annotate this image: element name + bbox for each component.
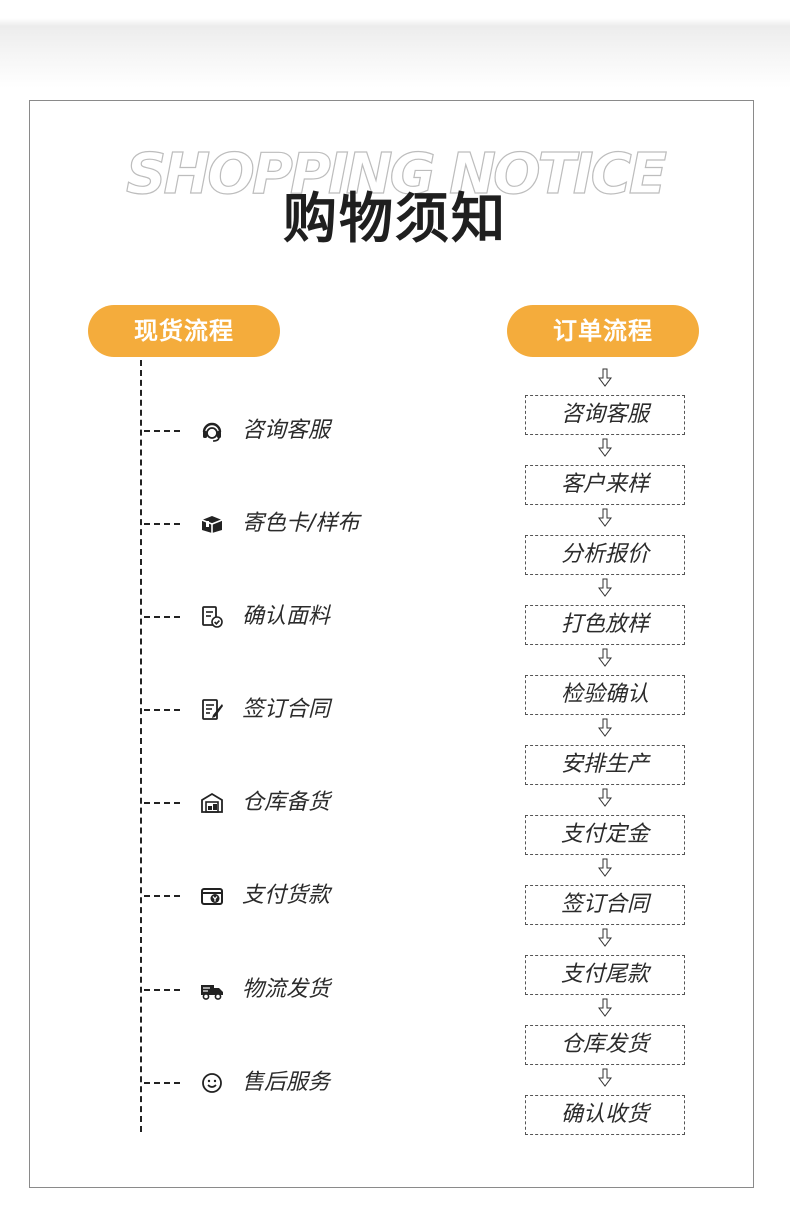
order-step-warehouse-ship: 仓库发货 <box>525 1025 685 1065</box>
connector-dash <box>144 430 180 432</box>
order-step-quote: 分析报价 <box>525 535 685 575</box>
step-label: 咨询客服 <box>242 418 331 443</box>
stock-step-payment: 支付货款 <box>142 881 442 911</box>
headset-icon <box>202 422 222 442</box>
down-arrow-icon <box>598 648 612 667</box>
stock-step-send-swatch: 寄色卡/样布 <box>142 509 442 539</box>
step-label: 物流发货 <box>242 977 331 1002</box>
order-step-inspection: 检验确认 <box>525 675 685 715</box>
down-arrow-icon <box>598 928 612 947</box>
connector-dash <box>144 523 180 525</box>
contract-sign-icon <box>202 699 223 720</box>
stock-step-shipping: 物流发货 <box>142 975 442 1005</box>
english-watermark-title: SHOPPING NOTICE <box>125 141 667 207</box>
stock-process-badge: 现货流程 <box>88 305 280 357</box>
connector-dash <box>144 616 180 618</box>
down-arrow-icon <box>598 788 612 807</box>
connector-dash <box>144 802 180 804</box>
order-step-customer-sample: 客户来样 <box>525 465 685 505</box>
connector-dash <box>144 895 180 897</box>
step-label: 售后服务 <box>242 1070 331 1095</box>
page-title: 购物须知 <box>283 187 507 250</box>
order-step-production: 安排生产 <box>525 745 685 785</box>
down-arrow-icon <box>598 368 612 387</box>
step-label: 签订合同 <box>242 697 331 722</box>
order-step-consult: 咨询客服 <box>525 395 685 435</box>
stock-step-after-sales: 售后服务 <box>142 1068 442 1098</box>
down-arrow-icon <box>598 1068 612 1087</box>
order-step-deposit: 支付定金 <box>525 815 685 855</box>
order-process-badge: 订单流程 <box>507 305 699 357</box>
stock-step-sign-contract: 签订合同 <box>142 695 442 725</box>
step-label: 支付货款 <box>242 883 331 908</box>
warehouse-icon <box>201 792 223 813</box>
down-arrow-icon <box>598 998 612 1017</box>
stock-process-timeline <box>140 360 142 1132</box>
order-step-final-payment: 支付尾款 <box>525 955 685 995</box>
top-shadow-band <box>0 0 790 90</box>
down-arrow-icon <box>598 858 612 877</box>
wallet-icon <box>201 888 223 905</box>
connector-dash <box>144 1082 180 1084</box>
package-icon <box>201 516 223 533</box>
down-arrow-icon <box>598 718 612 737</box>
step-label: 寄色卡/样布 <box>242 511 360 536</box>
document-check-icon <box>202 606 223 628</box>
connector-dash <box>144 709 180 711</box>
stock-step-warehouse-prep: 仓库备货 <box>142 788 442 818</box>
order-step-contract: 签订合同 <box>525 885 685 925</box>
step-label: 确认面料 <box>242 604 331 629</box>
down-arrow-icon <box>598 438 612 457</box>
down-arrow-icon <box>598 508 612 527</box>
order-step-confirm-receipt: 确认收货 <box>525 1095 685 1135</box>
stock-step-confirm-fabric: 确认面料 <box>142 602 442 632</box>
step-label: 仓库备货 <box>242 790 331 815</box>
connector-dash <box>144 989 180 991</box>
down-arrow-icon <box>598 578 612 597</box>
stock-step-consult: 咨询客服 <box>142 416 442 446</box>
smile-icon <box>202 1073 222 1093</box>
order-step-color-sample: 打色放样 <box>525 605 685 645</box>
truck-icon <box>201 985 223 1000</box>
